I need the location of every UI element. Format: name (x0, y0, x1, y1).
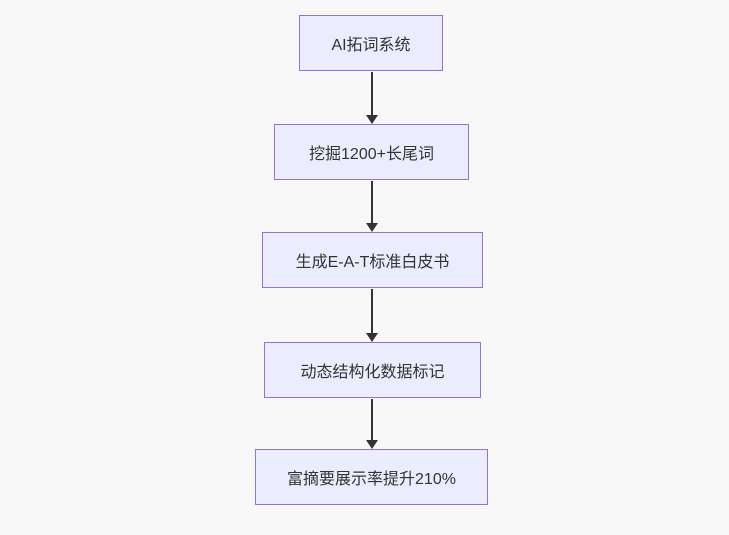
node-label: 挖掘1200+长尾词 (309, 146, 434, 163)
flowchart-edge-4 (366, 399, 378, 449)
flowchart-edge-3 (366, 289, 378, 342)
node-label: 富摘要展示率提升210% (287, 471, 456, 488)
edge-line (371, 289, 373, 333)
flowchart-edge-1 (366, 72, 378, 124)
arrowhead-icon (366, 333, 378, 342)
flowchart-edge-2 (366, 181, 378, 232)
flowchart-node-rich-snippet-rate-increase: 富摘要展示率提升210% (255, 449, 488, 505)
flowchart-node-dynamic-structured-data-markup: 动态结构化数据标记 (264, 342, 481, 398)
node-label: 动态结构化数据标记 (300, 364, 445, 381)
flowchart-node-mine-longtail-keywords: 挖掘1200+长尾词 (274, 124, 469, 180)
edge-line (371, 72, 373, 115)
flowchart-node-generate-eat-whitepaper: 生成E-A-T标准白皮书 (262, 232, 483, 288)
arrowhead-icon (366, 440, 378, 449)
flowchart-node-ai-word-expansion-system: AI拓词系统 (299, 15, 443, 71)
node-label: AI拓词系统 (331, 37, 411, 54)
edge-line (371, 399, 373, 440)
node-label: 生成E-A-T标准白皮书 (295, 254, 450, 271)
edge-line (371, 181, 373, 223)
arrowhead-icon (366, 115, 378, 124)
arrowhead-icon (366, 223, 378, 232)
